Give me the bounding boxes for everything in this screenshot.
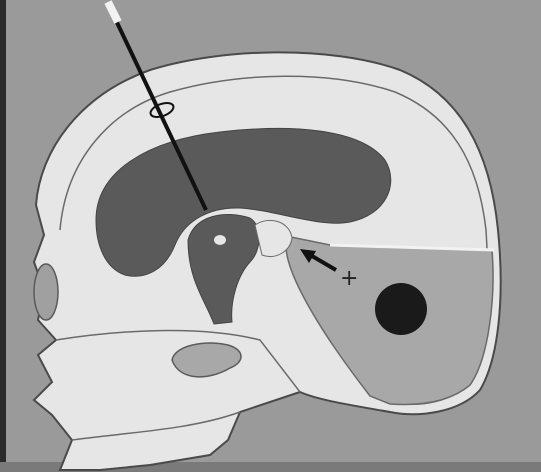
foramen — [214, 235, 226, 245]
lesion — [375, 283, 427, 335]
ear — [34, 264, 58, 320]
target-plus-mark: + — [340, 268, 358, 290]
